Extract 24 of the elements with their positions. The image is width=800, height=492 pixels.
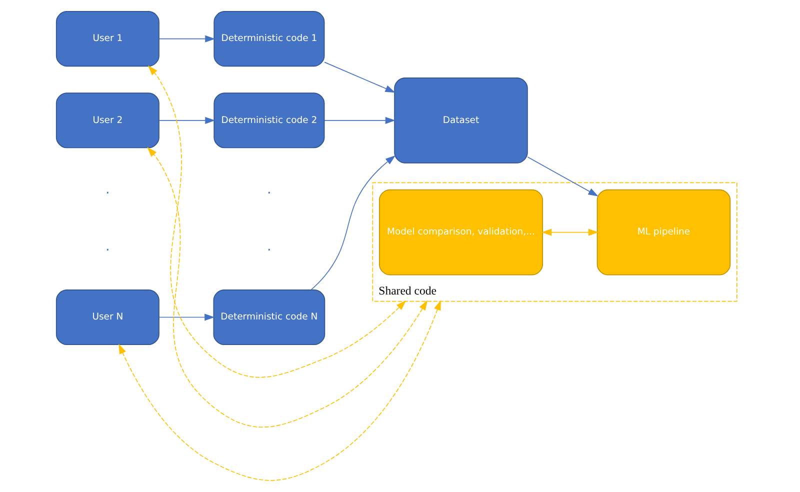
label: . (106, 182, 110, 198)
arrow (324, 62, 396, 93)
arrow (118, 300, 441, 481)
arrow (541, 228, 599, 236)
label: . (106, 240, 110, 255)
arrow (158, 116, 216, 124)
label: . (267, 182, 272, 198)
node-box: Deterministic code 1 (214, 11, 325, 67)
arrow (147, 146, 428, 428)
arrow (158, 314, 215, 321)
arrow (324, 116, 396, 124)
node-box: User N (56, 290, 160, 346)
node-box: User 2 (56, 92, 160, 148)
node-box: Deterministic code 2 (214, 92, 325, 148)
arrow (527, 156, 598, 196)
arrow (310, 155, 396, 290)
arrow (148, 65, 406, 378)
label: . (267, 240, 272, 255)
node-box: User 1 (56, 11, 160, 67)
node-box: ML pipeline (596, 189, 731, 276)
node-box: Deterministic code N (213, 290, 326, 346)
arrow (158, 35, 216, 42)
node-box: Dataset (394, 78, 528, 164)
node-box: Model comparison, validation,... (378, 189, 543, 276)
